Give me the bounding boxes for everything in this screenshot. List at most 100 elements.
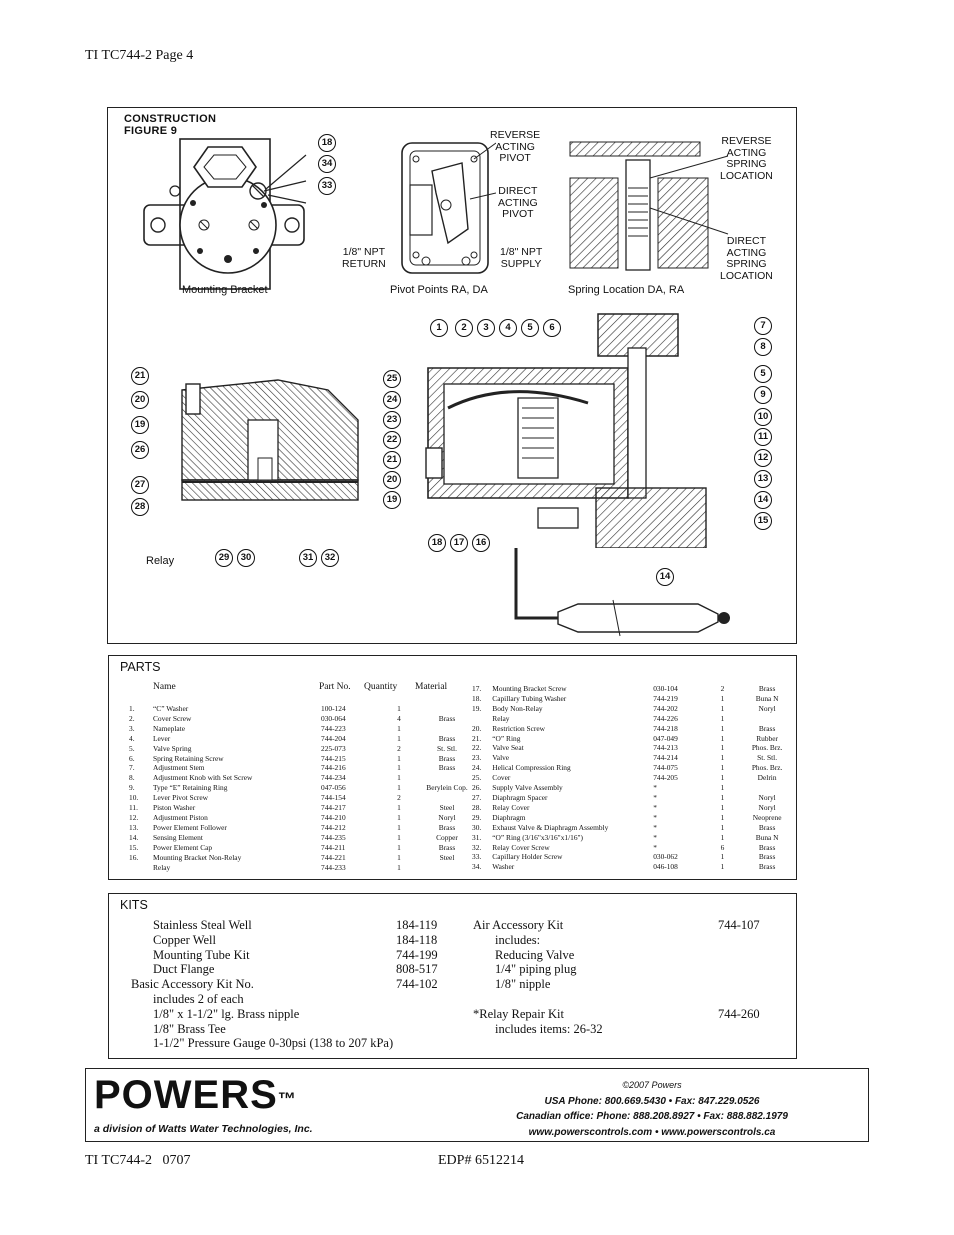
part-number-index: 15. bbox=[129, 842, 139, 852]
kit-part-no: 744-260 bbox=[718, 1006, 760, 1021]
footer-tagline: a division of Watts Water Technologies, … bbox=[94, 1123, 313, 1135]
part-name: Lever bbox=[153, 733, 171, 743]
part-name: Helical Compression Ring bbox=[492, 763, 571, 773]
part-no: 744-217 bbox=[321, 803, 346, 813]
part-material: Noryl bbox=[758, 792, 776, 802]
part-number-index: 17. bbox=[472, 684, 482, 693]
part-quantity: 1 bbox=[720, 802, 725, 812]
part-name: Washer bbox=[492, 862, 515, 872]
kit-name: Copper Well bbox=[153, 932, 216, 947]
label-line: ACTING bbox=[495, 140, 535, 153]
part-name: “O” Ring (3/16"x3/16"x1/16") bbox=[492, 832, 584, 842]
kit-item: 1/8" nipple bbox=[473, 977, 773, 992]
footer-doc-id: TI TC744-2 0707 bbox=[85, 1153, 191, 1168]
label-line: LOCATION bbox=[720, 169, 773, 182]
kit-name: Mounting Tube Kit bbox=[153, 947, 250, 962]
part-name: Sensing Element bbox=[153, 832, 203, 842]
part-number-index bbox=[472, 714, 492, 724]
part-number-index: 26. bbox=[472, 783, 482, 793]
part-number-index: 27. bbox=[472, 792, 482, 802]
part-number-index: 2. bbox=[129, 713, 135, 723]
parts-header-quantity: Quantity bbox=[364, 682, 398, 692]
kit-part-no: 744-107 bbox=[718, 918, 760, 932]
label-line: SPRING bbox=[726, 258, 767, 270]
part-quantity: 1 bbox=[397, 763, 401, 773]
pivot-points-drawing bbox=[401, 142, 496, 274]
part-name: Adjustment Stem bbox=[153, 763, 205, 773]
part-no: 744-213 bbox=[653, 743, 678, 753]
part-number-index: 21. bbox=[472, 733, 482, 743]
spring-location-drawing bbox=[569, 141, 729, 271]
part-number-index: 7. bbox=[129, 763, 135, 773]
parts-section: PARTS Name Part No. Quantity Material 1.… bbox=[108, 655, 797, 880]
footer-websites: www.powerscontrols.com • www.powerscontr… bbox=[528, 1126, 776, 1138]
part-name: Relay bbox=[153, 862, 171, 872]
part-material bbox=[738, 714, 796, 724]
part-quantity: 1 bbox=[397, 822, 401, 832]
part-name: Cover bbox=[492, 773, 511, 783]
part-quantity: 4 bbox=[397, 713, 401, 723]
part-name: Mounting Bracket Screw bbox=[492, 684, 567, 693]
part-material: St. Stl. bbox=[757, 753, 778, 763]
figure-title: CONSTRUCTION FIGURE 9 bbox=[124, 113, 216, 137]
part-material: Brass bbox=[758, 852, 776, 862]
part-no: * bbox=[653, 792, 657, 802]
part-material: Brass bbox=[758, 862, 776, 872]
part-quantity: 2 bbox=[720, 684, 725, 693]
part-quantity: 1 bbox=[397, 862, 401, 872]
part-no: 744-075 bbox=[653, 763, 678, 773]
part-name: Valve Seat bbox=[492, 743, 524, 753]
caption-mounting-bracket: Mounting Bracket bbox=[182, 284, 268, 296]
part-name: Adjustment Piston bbox=[153, 812, 208, 822]
part-name: Capillary Tubing Washer bbox=[492, 693, 567, 703]
part-no: 744-233 bbox=[321, 862, 346, 872]
label-npt-supply: 1/8" NPT SUPPLY bbox=[500, 246, 542, 270]
parts-header-material: Material bbox=[415, 682, 448, 692]
kit-name: Reducing Valve bbox=[495, 947, 575, 962]
label-reverse-acting-spring: REVERSE ACTING SPRING LOCATION bbox=[720, 135, 773, 182]
part-name: Nameplate bbox=[153, 723, 186, 733]
part-material: Berylein Cop. bbox=[426, 783, 468, 793]
parts-row: Relay 744-233 1 bbox=[129, 863, 475, 873]
part-number-index: 12. bbox=[129, 812, 139, 822]
part-material bbox=[419, 793, 475, 803]
part-name: Type “E” Retaining Ring bbox=[153, 783, 228, 793]
part-material: Brass bbox=[758, 684, 776, 693]
label-direct-acting-pivot: DIRECT ACTING PIVOT bbox=[498, 185, 538, 221]
part-quantity: 1 bbox=[720, 783, 725, 793]
kit-name: 1/8" nipple bbox=[495, 977, 551, 992]
logo-text: POWERS bbox=[94, 1073, 278, 1117]
part-number-index: 19. bbox=[472, 703, 482, 713]
part-number-index: 18. bbox=[472, 693, 482, 703]
part-material: Copper bbox=[436, 832, 458, 842]
page-header: TI TC744-2 Page 4 bbox=[85, 48, 194, 63]
figure-title-line2: FIGURE 9 bbox=[124, 125, 178, 137]
part-material: Brass bbox=[438, 763, 456, 773]
kit-name: 1/8" x 1-1/2" lg. Brass nipple bbox=[153, 1006, 300, 1021]
label-line: REVERSE bbox=[490, 129, 541, 141]
label-line: SUPPLY bbox=[500, 257, 542, 270]
parts-header-part-no: Part No. bbox=[319, 682, 351, 692]
part-no: 744-226 bbox=[653, 713, 678, 723]
parts-row: 26.Supply Valve Assembly*1 bbox=[472, 783, 796, 793]
label-line: DIRECT bbox=[498, 185, 538, 197]
part-name: Relay Cover bbox=[492, 802, 530, 812]
kit-name: includes: bbox=[495, 932, 541, 947]
kit-name: Basic Accessory Kit No. bbox=[131, 977, 254, 992]
